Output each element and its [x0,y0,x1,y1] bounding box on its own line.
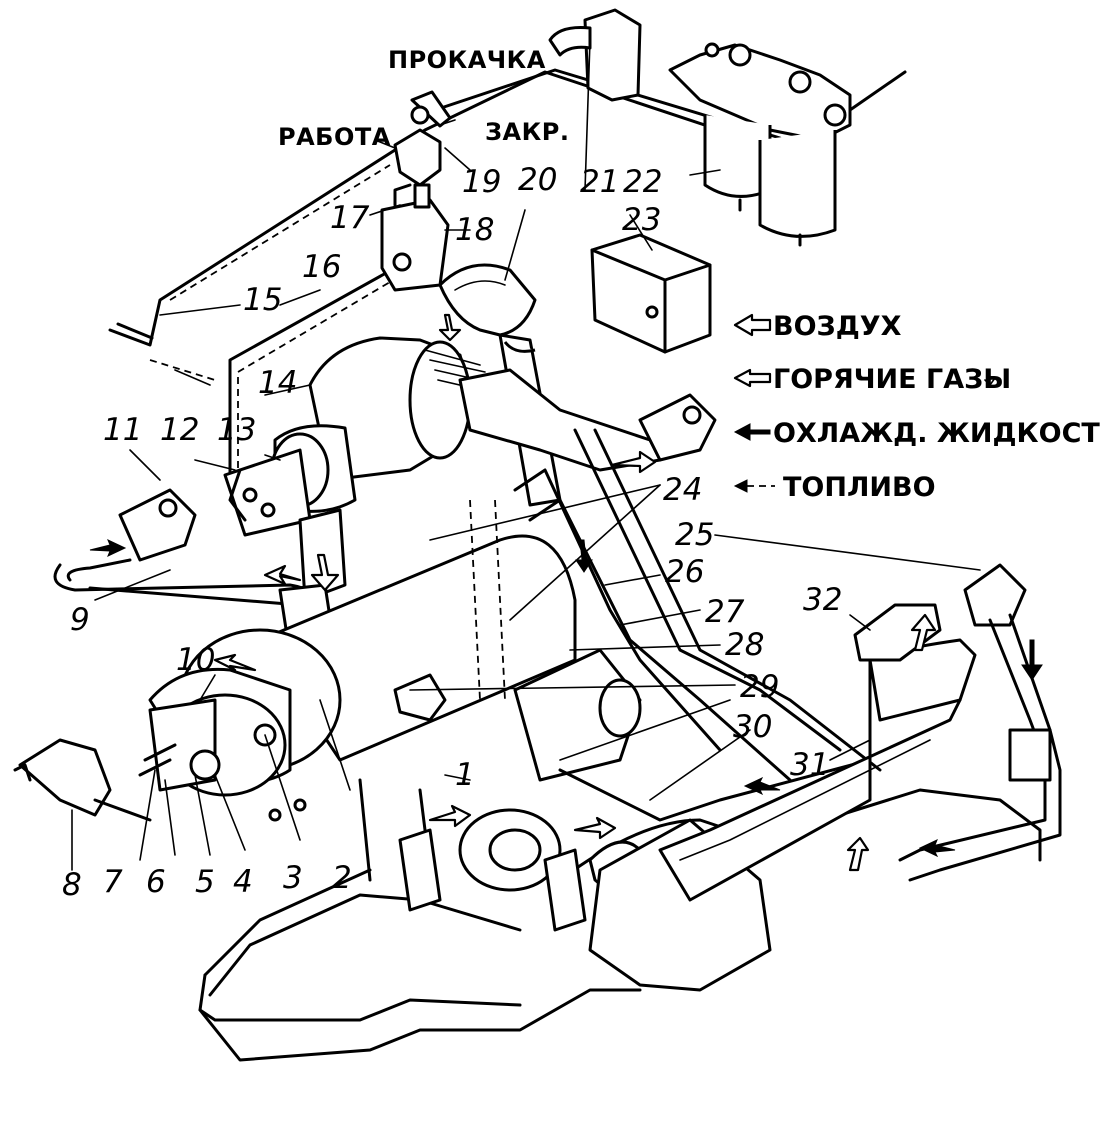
callout-24: 24 [663,472,702,508]
label-closed: ЗАКР. [485,118,569,146]
callout-7: 7 [103,864,123,900]
fuel-dosing-pump [380,183,450,292]
callout-23: 23 [622,202,661,238]
coolant-tubes [469,428,882,782]
legend-fuel-arrow [733,479,748,493]
callout-11: 11 [103,412,142,448]
flow-arrows [89,313,1043,872]
callout-21: 21 [580,164,619,200]
callout-12: 12 [160,412,199,448]
callout-16: 16 [302,249,341,285]
heater-unit [223,336,717,602]
muffler [588,603,977,992]
legend-hot-gas-arrow [733,368,772,388]
exhaust-outlet [898,563,1062,882]
callout-numbers: 1 2 3 4 5 6 7 8 9 10 11 12 13 14 15 16 1… [62,162,842,903]
callout-3: 3 [283,860,303,896]
callout-19: 19 [462,164,501,200]
label-pumping: ПРОКАЧКА [388,46,546,74]
radiator-box [393,648,642,782]
callout-9: 9 [70,602,90,638]
callout-27: 27 [705,594,745,630]
callout-2: 2 [332,860,352,896]
callout-22: 22 [623,164,662,200]
legend-coolant-label: ОХЛАЖД. ЖИДКОСТЬ [773,418,1100,449]
callout-8: 8 [62,867,82,903]
callout-15: 15 [243,282,282,318]
callout-17: 17 [330,200,370,236]
control-unit [590,233,712,354]
callout-18: 18 [455,212,494,248]
engine-pan [198,758,1042,1062]
legend-coolant-arrow [733,423,771,441]
legend-air-arrow [733,313,772,337]
fuel-cap [548,8,642,102]
callout-14: 14 [258,365,297,401]
callout-10: 10 [176,642,215,678]
electric-connector [13,738,152,822]
callout-6: 6 [146,864,166,900]
callout-29: 29 [740,669,779,705]
fuel-filter [668,42,852,247]
legend-hot-gas-label: ГОРЯЧИЕ ГАЗЫ [773,364,1011,395]
callout-5: 5 [195,864,215,900]
legend-air-label: ВОЗДУХ [773,311,902,342]
callout-26: 26 [665,554,704,590]
callout-31: 31 [790,747,829,783]
callout-30: 30 [733,709,772,745]
callout-4: 4 [233,864,253,900]
callout-1: 1 [455,757,475,793]
callout-25: 25 [675,517,714,553]
pump-motor [138,667,307,822]
label-work: РАБОТА [278,123,391,151]
leader-lines [71,39,981,871]
callout-32: 32 [803,582,842,618]
callout-13: 13 [217,412,256,448]
legend-fuel-label: ТОПЛИВО [783,472,936,503]
legend: ВОЗДУХ ГОРЯЧИЕ ГАЗЫ ОХЛАЖД. ЖИДКОСТЬ ТОП… [733,311,1100,503]
callout-20: 20 [518,162,557,198]
callout-28: 28 [725,627,764,663]
